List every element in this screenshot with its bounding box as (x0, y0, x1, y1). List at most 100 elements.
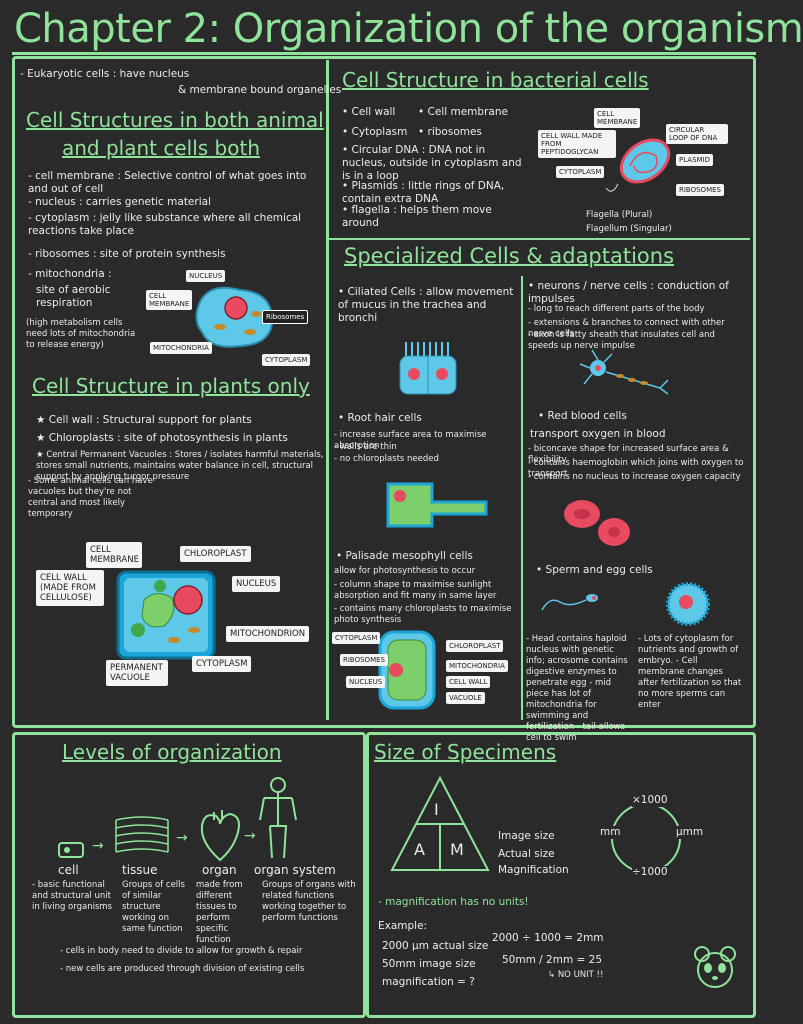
conv-times: ×1000 (632, 794, 668, 807)
tissue-icon (115, 816, 169, 853)
root-hair-diagram (386, 482, 488, 528)
level-organ-desc: made from different tissues to perform s… (196, 880, 243, 945)
conv-divide: ÷1000 (632, 866, 668, 879)
cell-icon (58, 842, 84, 858)
example-label: Example: (378, 920, 428, 932)
plant-item-wall: ★ Cell wall : Structural support for pla… (36, 414, 252, 426)
rbc-title: • Red blood cells (538, 410, 627, 422)
animal-plant-heading-1: Cell Structures in both animal (26, 108, 324, 132)
plant-label-mitochondrion: MITOCHONDRION (226, 626, 310, 642)
animal-label-cytoplasm: CYTOPLASM (262, 354, 311, 366)
page-title: Chapter 2: Organization of the organism (14, 6, 803, 52)
plant-label-membrane: CELL MEMBRANE (86, 542, 142, 568)
bact-cell-membrane: • Cell membrane (418, 106, 508, 118)
levels-frame (12, 732, 366, 1018)
rbc-1: transport oxygen in blood (530, 428, 666, 440)
neuron-diagram (579, 349, 669, 395)
animal-label-nucleus: NUCLEUS (186, 270, 226, 282)
example-image: 50mm image size (382, 958, 476, 970)
bact-flagellum-singular: Flagellum (Singular) (586, 224, 672, 234)
eukaryotic-note-2: & membrane bound organelles (178, 84, 342, 96)
root-hair-title: • Root hair cells (338, 412, 422, 424)
bact-label-dna: CIRCULAR LOOP OF DNA (666, 124, 728, 144)
levels-note-2: - new cells are produced through divisio… (60, 964, 305, 974)
calc-1: 2000 ÷ 1000 = 2mm (492, 932, 604, 944)
bact-label-ribosomes: RIBOSOMES (676, 184, 724, 196)
bact-label-cytoplasm: CYTOPLASM (556, 166, 605, 178)
bact-label-membrane: CELL MEMBRANE (594, 108, 640, 128)
levels-heading: Levels of organization (62, 740, 282, 764)
palisade-1: allow for photosynthesis to occur (334, 566, 476, 576)
level-system-desc: Groups of organs with related functions … (262, 880, 356, 923)
plant-label-vacuole: PERMANENT VACUOLE (106, 660, 168, 686)
item-mito-note: (high metabolism cells need lots of mito… (26, 318, 136, 350)
neurons-2: - extensions & branches to connect with … (528, 318, 725, 339)
root-hair-1: - increase surface area to maximise abso… (334, 430, 487, 451)
animal-label-ribosomes: Ribosomes (262, 310, 309, 324)
plants-heading: Cell Structure in plants only (32, 374, 310, 398)
level-tissue-desc: Groups of cells of similar structure wor… (122, 880, 185, 934)
panda-logo-icon (694, 946, 736, 988)
arrow-2: → (176, 830, 188, 846)
plant-cell-diagram (116, 570, 216, 660)
legend-image: Image size (498, 830, 555, 842)
level-tissue: tissue (122, 863, 158, 877)
neurons-3: - axon is fatty sheath that insulates ce… (528, 330, 715, 351)
sperm-diagram (541, 594, 598, 611)
bact-flagella: • flagella : helps them move around (342, 204, 492, 229)
animal-cell-diagram (195, 286, 274, 348)
rbc-3: - contains haemoglobin which joins with … (528, 458, 744, 479)
neurons-1: - long to reach different parts of the b… (528, 304, 705, 314)
size-frame (366, 732, 756, 1018)
legend-actual: Actual size (498, 848, 555, 860)
title-underline (12, 52, 756, 55)
organ-system-icon (259, 777, 297, 859)
bact-flagella-plural: Flagella (Plural) (586, 210, 653, 220)
bacteria-heading: Cell Structure in bacterial cells (342, 68, 649, 92)
bact-plasmids: • Plasmids : little rings of DNA, contai… (342, 180, 505, 205)
animal-plant-heading-2: and plant cells both (62, 136, 261, 160)
level-cell: cell (58, 863, 79, 877)
level-cell-desc: - basic functional and structural unit i… (32, 880, 113, 912)
plant-label-nucleus: NUCLEUS (232, 576, 281, 592)
palisade-3: - contains many chloroplasts to maximise… (334, 604, 512, 625)
plant-item-animal-vacuole: - Some animal cells can have vacuoles bu… (28, 476, 153, 519)
root-hair-3: - no chloroplasts needed (334, 454, 439, 464)
plant-label-cytoplasm: CYTOPLASM (192, 656, 252, 672)
specialized-divider (329, 238, 750, 240)
ciliated-text: • Ciliated Cells : allow movement of muc… (338, 286, 514, 324)
palisade-title: • Palisade mesophyll cells (336, 550, 473, 562)
item-ribosomes: - ribosomes : site of protein synthesis (28, 248, 226, 260)
plant-label-chloroplast: CHLOROPLAST (180, 546, 251, 562)
sperm-egg-title: • Sperm and egg cells (536, 564, 653, 576)
top-frame (12, 56, 756, 728)
egg-text: - Lots of cytoplasm for nutrients and gr… (638, 634, 742, 710)
legend-mag: Magnification (498, 864, 569, 876)
specialized-column-divider (521, 276, 523, 720)
item-mito-desc: site of aerobic respiration (36, 284, 111, 309)
plant-label-cellwall: CELL WALL (MADE FROM CELLULOSE) (36, 570, 104, 606)
example-mag: magnification = ? (382, 976, 475, 988)
palisade-label-chloroplast: CHLOROPLAST (446, 640, 504, 652)
bact-cytoplasm: • Cytoplasm (342, 126, 408, 138)
bact-dna: • Circular DNA : DNA not in nucleus, out… (342, 144, 522, 182)
conv-mm: mm (600, 826, 621, 839)
palisade-label-mito: MITOCHONDRIA (446, 660, 508, 672)
triangle-a: A (414, 840, 425, 859)
ima-triangle (390, 775, 490, 871)
item-nucleus: - nucleus : carries genetic material (28, 196, 211, 208)
animal-label-mito: MITOCHONDRIA (150, 342, 212, 354)
bact-label-plasmid: PLASMID (676, 154, 714, 166)
animal-label-membrane: CELL MEMBRANE (146, 290, 192, 310)
example-actual: 2000 μm actual size (382, 940, 489, 952)
organ-icon (200, 810, 240, 862)
neurons-title: • neurons / nerve cells : conduction of … (528, 280, 729, 305)
root-hair-2: - walls are thin (334, 442, 397, 452)
size-heading: Size of Specimens (374, 740, 557, 764)
calc-2: 50mm / 2mm = 25 (502, 954, 603, 966)
palisade-diagram (378, 630, 436, 710)
item-cytoplasm: - cytoplasm : jelly like substance where… (28, 212, 302, 237)
calc-3: ↳ NO UNIT !! (548, 970, 604, 980)
triangle-i: I (434, 800, 439, 819)
sperm-text: - Head contains haploid nucleus with gen… (526, 634, 628, 743)
